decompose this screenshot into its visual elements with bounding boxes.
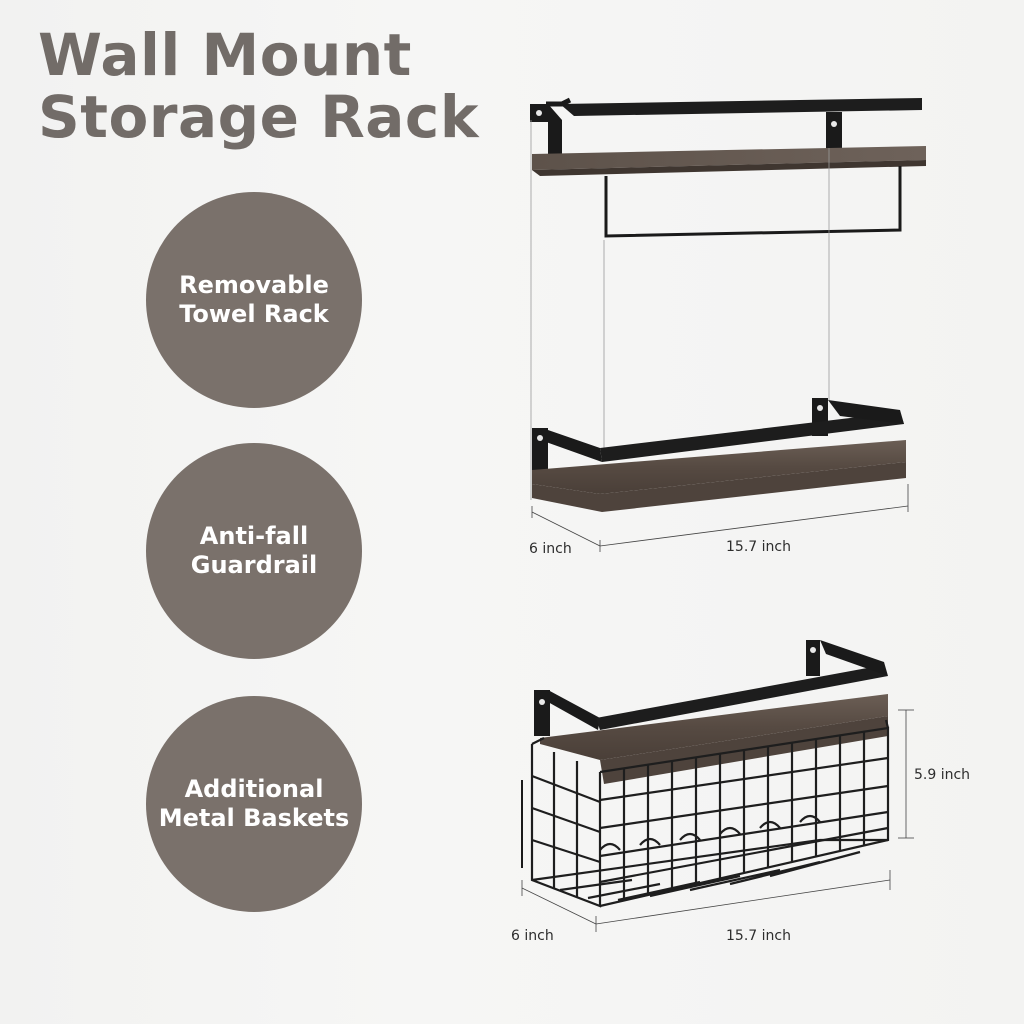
bottom-width-label: 15.7 inch <box>726 928 791 944</box>
feature-label-metal-baskets: Additional Metal Baskets <box>158 775 350 832</box>
feature-label-towel-rack: Removable Towel Rack <box>179 271 329 328</box>
middle-shelf <box>532 398 906 512</box>
top-guard-bar <box>560 98 922 116</box>
towel-bar <box>604 166 902 238</box>
bottom-dimension-lines <box>521 709 914 932</box>
bottom-depth-label: 6 inch <box>511 928 554 944</box>
guardrail-bar <box>600 412 904 462</box>
title-line-2: Storage Rack <box>38 83 479 151</box>
bottom-right-bracket <box>806 640 820 676</box>
feature-badge-guardrail: Anti-fall Guardrail <box>146 443 362 659</box>
bottom-guard-bar <box>596 666 888 730</box>
top-right-bracket <box>826 112 842 150</box>
page-title: Wall Mount Storage Rack <box>38 24 479 148</box>
metal-basket <box>530 719 890 908</box>
middle-width-label: 15.7 inch <box>726 539 791 555</box>
feature-label-guardrail: Anti-fall Guardrail <box>190 522 318 579</box>
top-left-bracket <box>530 104 562 168</box>
middle-dimension-lines <box>531 484 909 552</box>
title-line-1: Wall Mount <box>38 21 412 89</box>
middle-board-front <box>532 462 906 512</box>
bottom-shelf <box>521 640 890 908</box>
middle-left-bracket <box>532 428 548 470</box>
top-board-surface <box>532 146 926 170</box>
middle-board-top <box>532 440 906 494</box>
feature-badge-towel-rack: Removable Towel Rack <box>146 192 362 408</box>
bottom-left-bracket <box>534 690 550 736</box>
feature-badge-metal-baskets: Additional Metal Baskets <box>146 696 362 912</box>
middle-depth-label: 6 inch <box>529 541 572 557</box>
bottom-height-label: 5.9 inch <box>914 767 971 783</box>
bottom-board-top <box>540 694 888 760</box>
top-shelf <box>530 97 926 238</box>
